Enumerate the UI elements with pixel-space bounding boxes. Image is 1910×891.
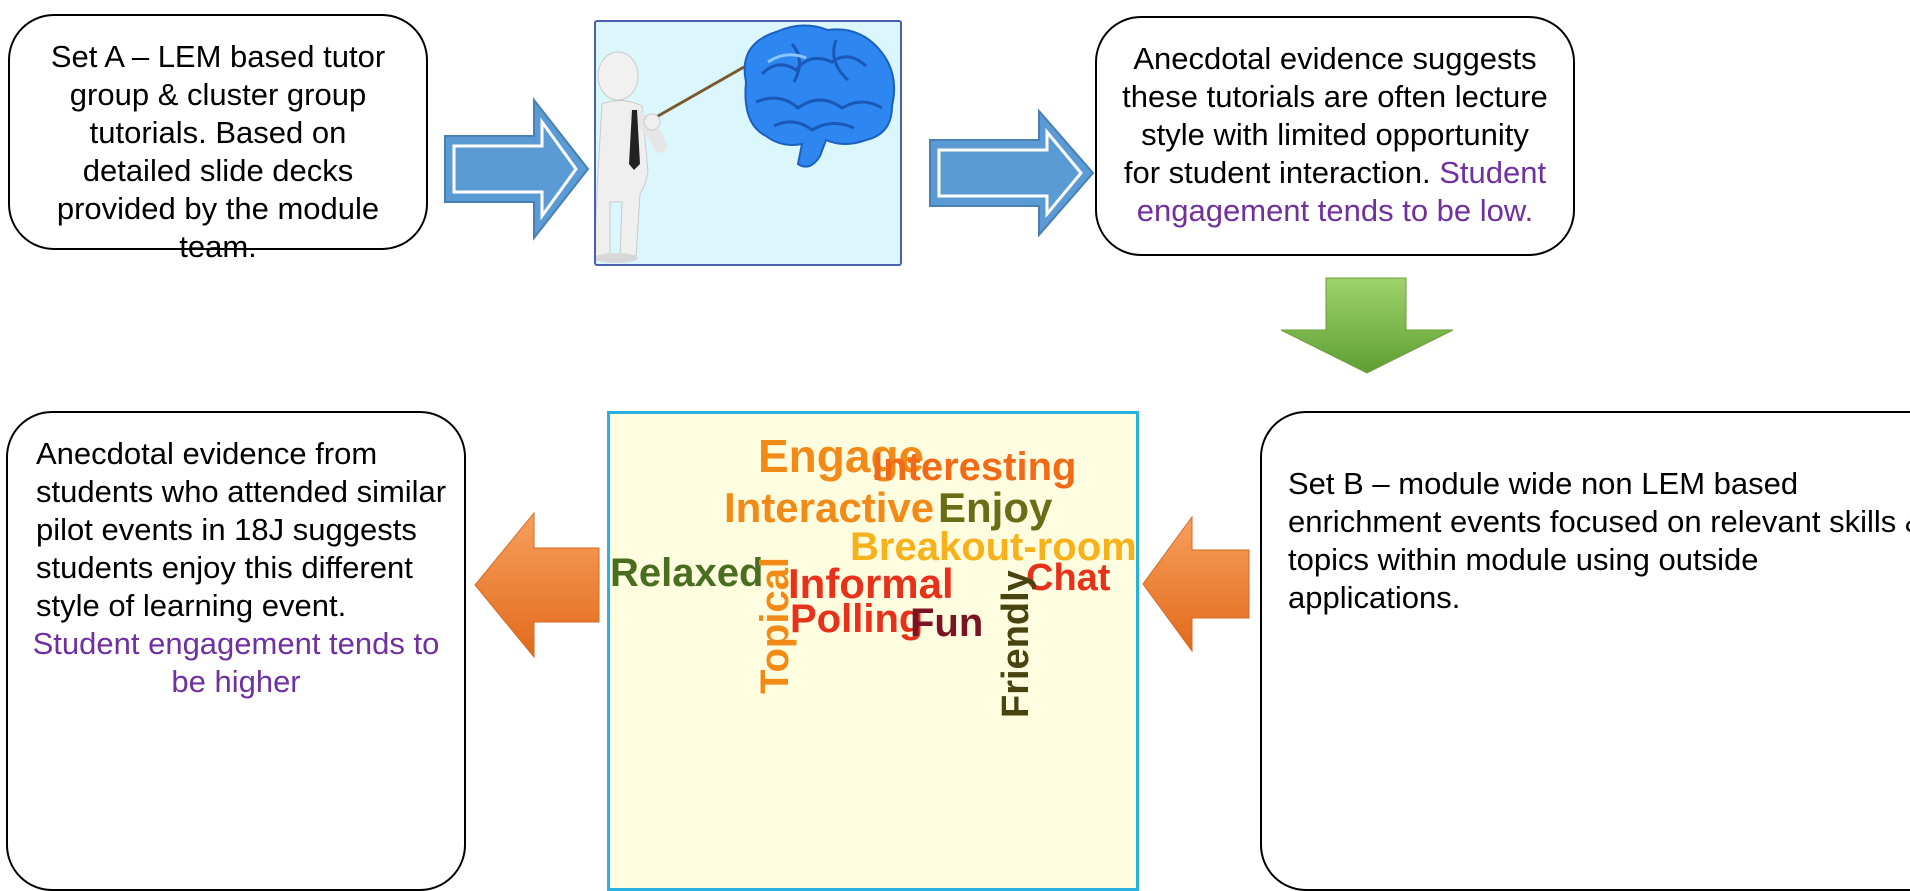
right-arrow-icon: [444, 97, 590, 241]
teacher-brain-image: [594, 20, 902, 266]
outcome-b-text: Anecdotal evidence from students who att…: [36, 436, 447, 623]
outcome-a-text-wrap: Anecdotal evidence suggests these tutori…: [1119, 40, 1551, 230]
left-arrow-icon: [1142, 515, 1250, 653]
word-cloud: Engage Interesting Interactive Enjoy Bre…: [607, 411, 1139, 891]
word-interesting: Interesting: [872, 445, 1076, 489]
outcome-a-box: Anecdotal evidence suggests these tutori…: [1095, 16, 1575, 256]
word-enjoy: Enjoy: [938, 484, 1053, 531]
word-breakout-room: Breakout-room: [850, 525, 1136, 569]
word-topical: Topical: [753, 557, 797, 694]
word-interactive: Interactive: [724, 484, 934, 531]
outcome-b-text-wrap: Anecdotal evidence from students who att…: [33, 435, 450, 701]
brain-icon: [743, 24, 896, 168]
word-polling: Polling: [790, 597, 923, 641]
set-a-text: Set A – LEM based tutor group & cluster …: [50, 39, 386, 264]
word-chat: Chat: [1026, 557, 1111, 599]
outcome-b-highlight: Student engagement tends to be higher: [32, 626, 440, 699]
word-informal: Informal: [788, 560, 954, 607]
set-b-text: Set B – module wide non LEM based enrich…: [1288, 466, 1910, 615]
pointer-icon: [650, 65, 745, 122]
right-arrow-icon: [929, 108, 1095, 238]
word-friendly: Friendly: [995, 570, 1037, 718]
outcome-a-text: Anecdotal evidence suggests these tutori…: [1122, 41, 1548, 190]
outcome-b-box: Anecdotal evidence from students who att…: [6, 411, 466, 891]
word-engage: Engage: [758, 430, 924, 482]
teacher-pointing-icon: [596, 51, 667, 263]
outcome-a-highlight: Student engagement tends to be low.: [1136, 155, 1547, 228]
set-b-box: Set B – module wide non LEM based enrich…: [1260, 411, 1910, 891]
word-fun: Fun: [910, 601, 983, 645]
word-relaxed: Relaxed: [610, 551, 763, 595]
left-arrow-icon: [474, 511, 600, 659]
set-a-box: Set A – LEM based tutor group & cluster …: [8, 14, 428, 264]
down-arrow-icon: [1280, 277, 1454, 374]
